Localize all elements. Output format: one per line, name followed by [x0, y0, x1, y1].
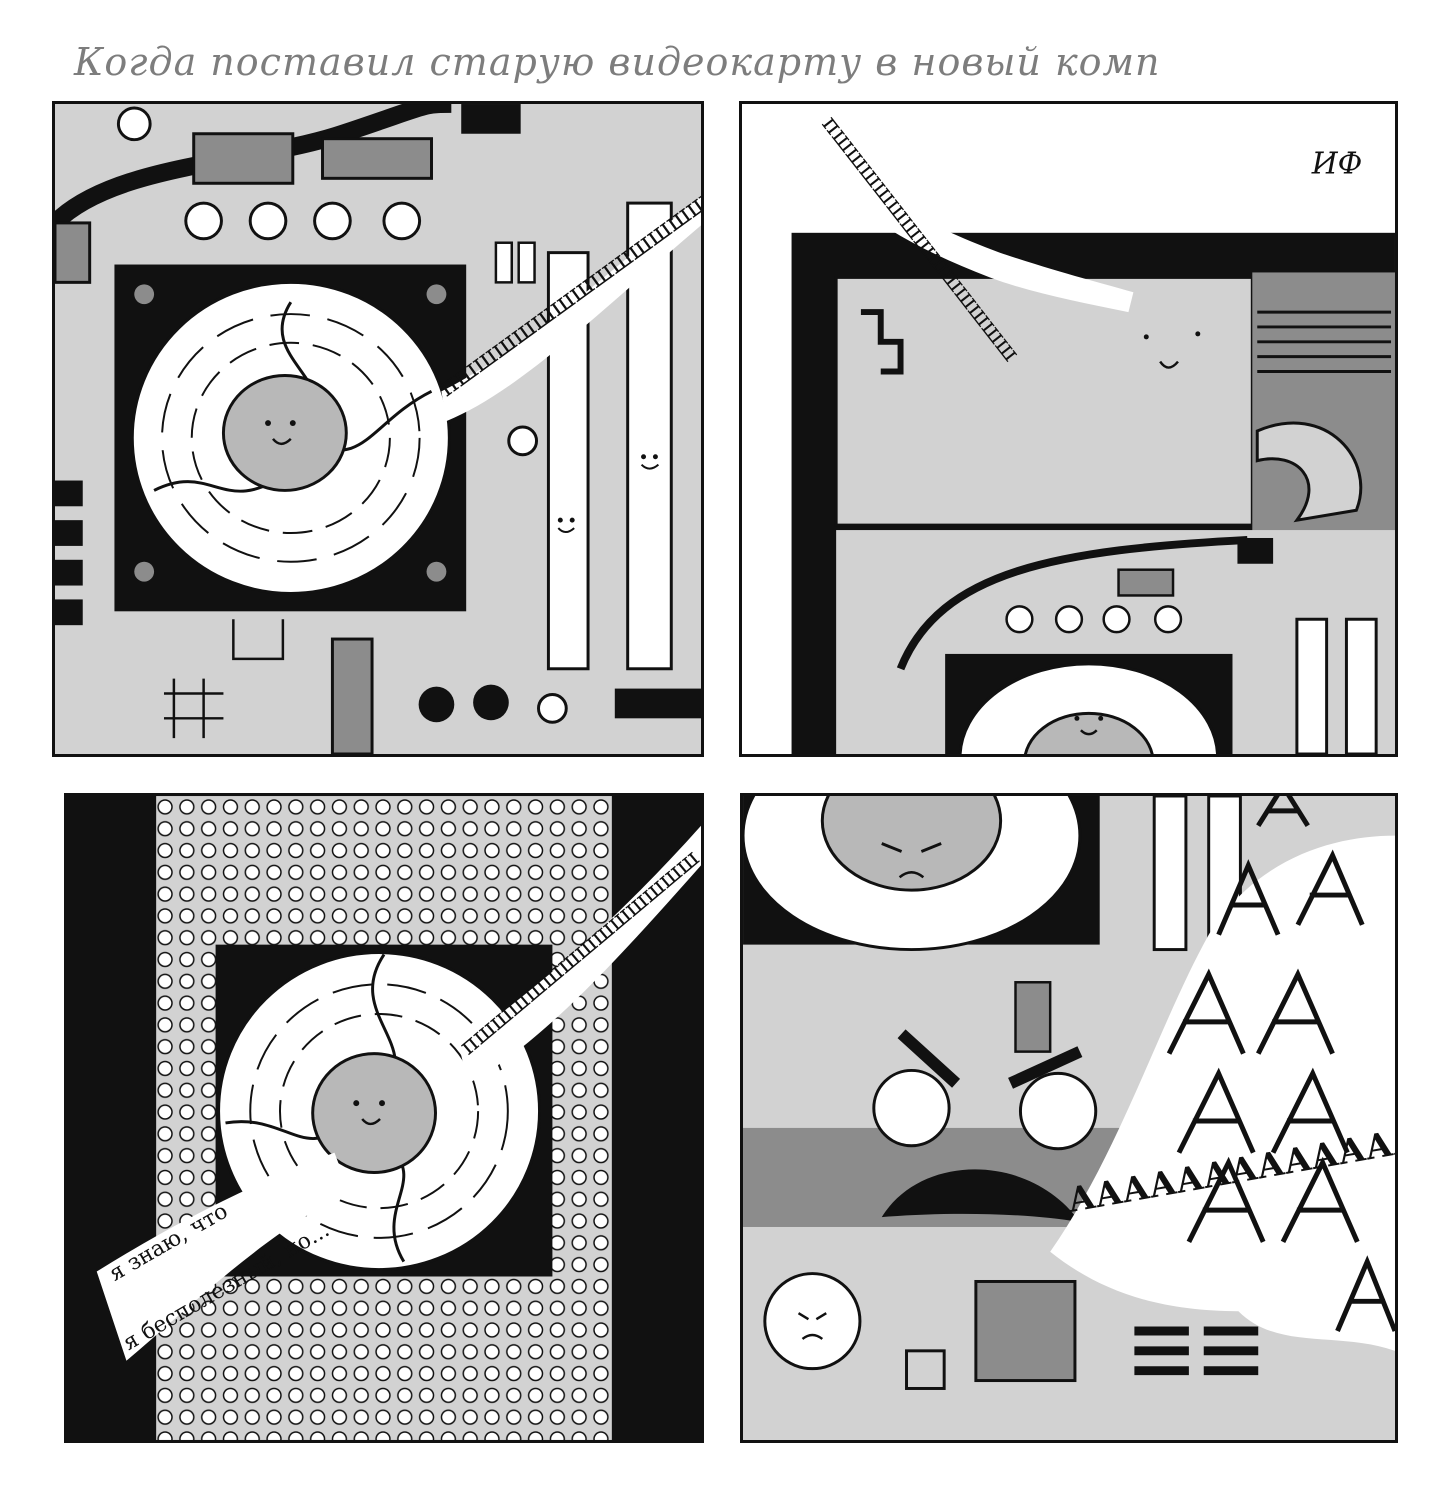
cable-icon: [55, 104, 452, 230]
screaming-mouth: [881, 1169, 1080, 1223]
angry-eye-right: [1018, 1071, 1098, 1151]
comic-title: Когда поставил старую видеокарту в новый…: [74, 40, 1161, 84]
ram-slot-icon: [1152, 796, 1188, 952]
panel-2-card-inside-case: пшшшшшшшшшшшшш ИФ: [739, 101, 1398, 757]
angry-eye-left: [872, 1068, 951, 1148]
ram-slot-icon: [1295, 617, 1329, 754]
panel-3-fan-closeup: пшшшшшшшшшшшшш я знаю, что я бесполезный…: [64, 793, 704, 1443]
capacitor-icon: [192, 132, 295, 185]
chip-icon: [905, 1349, 946, 1390]
ram-slot-icon: [1344, 617, 1378, 754]
panel-1-motherboard: пшшшшшшшшшшшшшш: [52, 101, 704, 757]
scream-drawing: АААААААААААААААА: [743, 796, 1395, 1390]
fan-icon: [130, 280, 451, 595]
motherboard-drawing: пшшшшшшшшшшшшшш: [55, 104, 701, 754]
scream-letters: [1166, 796, 1395, 1332]
fan-closeup-drawing: пшшшшшшшшшшшшш я знаю, что я бесполезный…: [96, 796, 701, 1440]
fan-icon: [958, 662, 1219, 754]
graphics-card: [834, 275, 1254, 527]
chip-icon: [974, 1279, 1077, 1383]
case-drawing: пшшшшшшшшшшшшш ИФ: [786, 104, 1395, 754]
fan-icon: [743, 796, 1082, 952]
artist-signature: ИФ: [1311, 146, 1363, 181]
panel-4-scream: АААААААААААААААА: [740, 793, 1398, 1443]
cable-icon: [896, 536, 1248, 671]
